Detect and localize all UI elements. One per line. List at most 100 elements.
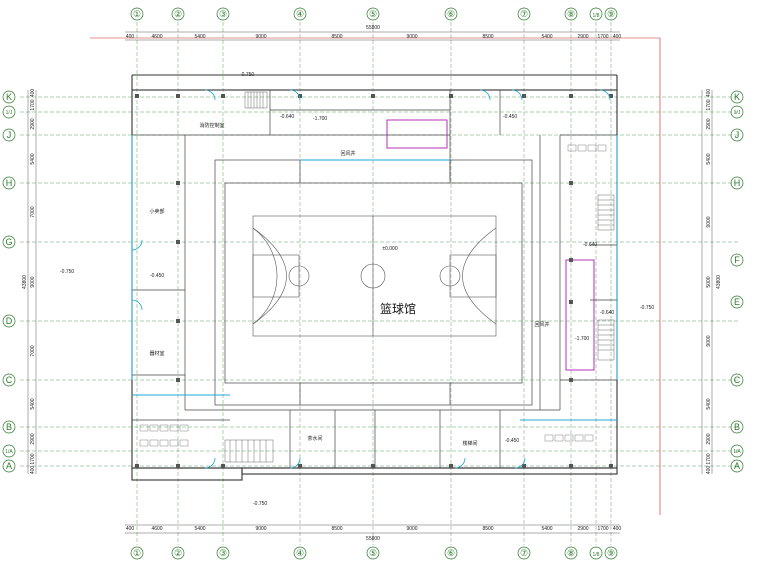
- column-grid: [136, 22, 612, 545]
- doors: [131, 89, 611, 469]
- axis-col-top: ⑤: [369, 9, 377, 19]
- axis-col-bottom: ②: [174, 548, 182, 558]
- level-mark: -0.450: [150, 273, 164, 279]
- axis-col-bottom: ③: [219, 548, 227, 558]
- dim-label: 1700: [706, 453, 712, 464]
- axis-col-bottom: ⑥: [447, 548, 455, 558]
- court-name: 篮球馆: [380, 301, 416, 316]
- level-mark: -1.700: [313, 116, 327, 122]
- level-mark: -1.700: [575, 336, 589, 342]
- axis-col-top: ⑧: [567, 9, 575, 19]
- dim-label: 7000: [30, 206, 36, 217]
- level-mark: -0.750: [253, 501, 267, 507]
- dim-label: 400: [613, 34, 622, 40]
- dim-label: 5400: [541, 526, 552, 532]
- dim-label: 2900: [30, 433, 36, 444]
- level-mark: -0.450: [503, 114, 517, 120]
- level-mark: -0.450: [505, 438, 519, 444]
- dim-label: 1700: [706, 99, 712, 110]
- axis-row-left: K: [6, 92, 12, 102]
- dim-label: 400: [126, 34, 135, 40]
- left-dims: 400 1700 2900 5400 7000 9000 7000 5400 2…: [22, 89, 36, 475]
- level-mark: -0.640: [280, 114, 294, 120]
- axis-row-left: G: [5, 237, 12, 247]
- level-mark: -0.750: [240, 72, 254, 78]
- bottom-dims: 400 4600 5400 9000 8500 9000 8500 5400 2…: [126, 526, 622, 542]
- axis-col-bottom: ④: [296, 548, 304, 558]
- axis-row-right: C: [734, 375, 741, 385]
- dim-total-right: 43800: [716, 275, 722, 289]
- axis-row-left: 1/A: [5, 449, 13, 455]
- axis-row-left: B: [6, 422, 12, 432]
- axis-col-bottom: 1/8: [593, 552, 600, 558]
- level-markers: -0.750 -0.640 -1.700 -0.450 -0.750 -0.45…: [60, 72, 654, 507]
- axis-row-left: A: [6, 461, 12, 471]
- room-label: 茶水间: [307, 435, 322, 442]
- room-label: 消防控制室: [199, 122, 224, 129]
- dim-label: 9000: [706, 335, 712, 346]
- dim-label: 9000: [406, 34, 417, 40]
- right-dims: 400 1700 2900 5400 9000 5000 9000 5400 2…: [706, 89, 722, 475]
- room-label: 器材室: [149, 350, 164, 357]
- axis-col-top: ③: [219, 9, 227, 19]
- dim-label: 8500: [482, 526, 493, 532]
- dim-label: 9000: [255, 526, 266, 532]
- level-mark: -0.750: [60, 269, 74, 275]
- axis-col-bottom: ⑤: [369, 548, 377, 558]
- washroom-fixtures: [139, 144, 607, 447]
- dim-label: 400: [126, 526, 135, 532]
- dim-label: 5400: [706, 153, 712, 164]
- dim-total-left: 43800: [22, 275, 28, 289]
- bottom-axis-labels: ① ② ③ ④ ⑤ ⑥ ⑦ ⑧ 1/8 ⑨: [130, 546, 618, 560]
- dim-label: 9000: [706, 216, 712, 227]
- floor-level-mark: ±0.000: [382, 246, 397, 252]
- room-label: 小卖部: [149, 208, 164, 215]
- axis-row-right: 1/J: [734, 110, 741, 116]
- structural-columns: [135, 94, 613, 468]
- room-label: 回风井: [340, 150, 355, 157]
- dim-label: 1700: [30, 99, 36, 110]
- dim-label: 1700: [30, 453, 36, 464]
- dim-label: 2900: [577, 526, 588, 532]
- dim-label: 400: [30, 466, 36, 475]
- room-label: 楼梯间: [462, 440, 477, 447]
- axis-col-top: ⑦: [520, 9, 528, 19]
- dim-label: 9000: [30, 276, 36, 287]
- axis-col-top: ⑥: [447, 9, 455, 19]
- dim-label: 5400: [194, 526, 205, 532]
- axis-col-bottom: ①: [133, 548, 141, 558]
- arena-outline: [214, 159, 533, 406]
- axis-row-left: 1/J: [6, 110, 13, 116]
- axis-row-right: H: [734, 178, 741, 188]
- axis-row-left: J: [7, 130, 12, 140]
- axis-row-right: B: [734, 422, 740, 432]
- axis-col-top: ②: [174, 9, 182, 19]
- axis-row-right: J: [735, 130, 740, 140]
- axis-row-left: D: [6, 316, 13, 326]
- dim-label: 8500: [331, 526, 342, 532]
- axis-col-bottom: ⑦: [520, 548, 528, 558]
- dim-label: 5400: [30, 153, 36, 164]
- dim-label: 5000: [706, 276, 712, 287]
- stairs: [224, 91, 615, 463]
- exterior-walls: [131, 74, 618, 481]
- dim-label: 8500: [331, 34, 342, 40]
- dim-label: 1700: [597, 526, 608, 532]
- dim-label: 2900: [706, 118, 712, 129]
- dim-label: 2900: [577, 34, 588, 40]
- dim-label: 5400: [541, 34, 552, 40]
- axis-col-top: ④: [296, 9, 304, 19]
- dim-label: 2900: [30, 118, 36, 129]
- level-mark: -0.750: [640, 305, 654, 311]
- axis-col-top: ⑨: [607, 9, 615, 19]
- room-labels: 篮球馆 ±0.000 回风井 回风井 小卖部 器材室 茶水间 楼梯间 消防控制室: [149, 122, 549, 447]
- dimension-lines: [27, 31, 713, 534]
- room-label: 回风井: [534, 321, 549, 328]
- dim-total-top: 55800: [366, 25, 380, 31]
- axis-row-right: 1/A: [733, 449, 741, 455]
- dim-total-bottom: 55800: [366, 536, 380, 542]
- dim-label: 400: [613, 526, 622, 532]
- axis-col-bottom: ⑧: [567, 548, 575, 558]
- axis-row-right: K: [734, 92, 740, 102]
